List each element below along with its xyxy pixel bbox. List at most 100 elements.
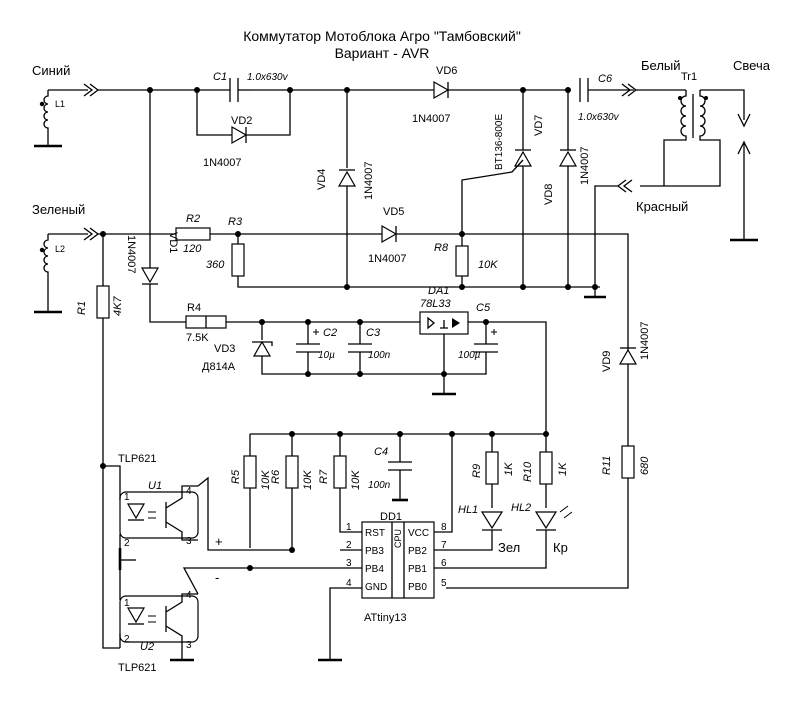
opto-pin: 3 — [186, 640, 192, 651]
zener-vd3 — [252, 322, 444, 375]
vd2-ref: VD2 — [231, 115, 252, 127]
regulator-da1 — [419, 311, 547, 436]
diode-vd5 — [381, 224, 398, 244]
vd8-value: 1N4007 — [579, 146, 591, 185]
tr1-ref: Tr1 — [681, 71, 697, 83]
polarity-minus: - — [215, 570, 219, 585]
mcu-pin-name: PB1 — [408, 564, 427, 575]
wire-red-label: Красный — [636, 199, 688, 214]
mcu-pin-name: GND — [365, 582, 387, 593]
hl1-ref: HL1 — [458, 504, 478, 516]
c2-value: 10µ — [318, 350, 335, 361]
coil-l2 — [34, 227, 100, 314]
resistor-r8 — [455, 234, 469, 287]
vd3-ref: VD3 — [214, 343, 235, 355]
r6-value: 10K — [302, 470, 314, 490]
vd2-value: 1N4007 — [203, 157, 242, 169]
c4-value: 100n — [368, 480, 391, 491]
resistor-r2 — [175, 227, 211, 241]
r3-ref: R3 — [228, 216, 243, 228]
led-hl2 — [434, 505, 573, 569]
coil-l1 — [34, 83, 100, 148]
mcu-pin-number: 1 — [346, 522, 352, 533]
mcu-pin-name: PB3 — [365, 546, 384, 557]
r8-value: 10K — [478, 259, 498, 271]
r8-ref: R8 — [434, 242, 449, 254]
hl2-ref: HL2 — [511, 502, 531, 514]
vd9-ref: VD9 — [601, 351, 613, 372]
capacitor-c2 — [296, 322, 320, 374]
opto-pin: 1 — [124, 492, 130, 503]
r1-value: 4K7 — [112, 296, 124, 316]
coil-l1-label: L1 — [55, 99, 65, 109]
capacitor-c3 — [348, 322, 372, 374]
u1-part: TLP621 — [118, 453, 157, 465]
r2-value: 120 — [183, 243, 202, 255]
wire-white-label: Белый — [641, 58, 681, 73]
schematic-title: Коммутатор Мотоблока Агро "Тамбовский" — [243, 28, 521, 44]
mcu-pin-number: 6 — [441, 558, 447, 569]
opto-pin: 4 — [186, 590, 192, 601]
wire-plug-label: Свеча — [733, 58, 771, 73]
opto-pin: 1 — [124, 598, 130, 609]
wire-blue-label: Синий — [32, 63, 70, 78]
mcu-pin-number: 5 — [441, 578, 447, 589]
mcu-pin-name: PB4 — [365, 564, 384, 575]
mcu-part: ATtiny13 — [364, 612, 407, 624]
optocoupler-u2 — [119, 550, 250, 662]
r11-ref: R11 — [601, 456, 613, 475]
hl1-label: Зел — [498, 540, 520, 555]
wire-green-label: Зеленый — [32, 202, 85, 217]
c1-ref: C1 — [213, 71, 227, 83]
capacitor-c1 — [229, 78, 250, 102]
resistor-r7 — [333, 434, 362, 533]
mcu-pin-number: 4 — [346, 578, 352, 589]
polarity-plus: + — [215, 534, 223, 549]
da1-ref: DA1 — [428, 285, 449, 297]
vd1-ref: VD1 — [167, 232, 179, 253]
capacitor-c6 — [579, 78, 589, 102]
mcu-pin-name: PB2 — [408, 546, 427, 557]
vd4-ref: VD4 — [316, 169, 328, 190]
r1-ref: R1 — [76, 301, 88, 315]
vd4-value: 1N4007 — [363, 161, 375, 200]
mcu-pin-number: 2 — [346, 540, 352, 551]
c6-value: 1.0x630v — [578, 112, 620, 123]
opto-pin: 3 — [186, 536, 192, 547]
mcu-pin-name: VCC — [408, 528, 429, 539]
c3-ref: C3 — [366, 327, 381, 339]
hl2-label: Кр — [553, 540, 568, 555]
r5-value: 10K — [260, 470, 272, 490]
vd5-ref: VD5 — [383, 206, 404, 218]
c6-ref: C6 — [598, 73, 613, 85]
mcu-dd1 — [250, 521, 435, 662]
opto-pin: 2 — [124, 634, 130, 645]
diode-vd2 — [196, 90, 291, 145]
vd3-value: Д814А — [202, 361, 236, 373]
led-hl1 — [434, 511, 504, 551]
mcu-pin-number: 7 — [441, 540, 447, 551]
resistor-r6 — [285, 434, 299, 548]
vd6-ref: VD6 — [436, 65, 457, 77]
transformer-tr1 — [663, 89, 758, 242]
diode-vd8 — [558, 90, 578, 287]
optocoupler-u1 — [103, 465, 292, 551]
mcu-ref: DD1 — [380, 511, 402, 523]
c5-ref: C5 — [476, 302, 491, 314]
opto-pin: 2 — [124, 538, 130, 549]
r9-ref: R9 — [471, 464, 483, 478]
mcu-pin-number: 3 — [346, 558, 352, 569]
c1-value: 1.0x630v — [247, 72, 289, 83]
resistor-r11 — [446, 445, 635, 589]
resistor-r10 — [539, 436, 553, 508]
resistor-r1 — [96, 234, 120, 649]
r11-value: 680 — [639, 456, 651, 475]
coil-dot — [39, 101, 45, 107]
r4-value: 7.5K — [186, 332, 209, 344]
r3-value: 360 — [206, 259, 225, 271]
vd6-value: 1N4007 — [412, 113, 451, 125]
r5-ref: R5 — [230, 469, 242, 484]
schematic-subtitle: Вариант - AVR — [335, 45, 430, 61]
c2-ref: C2 — [323, 327, 337, 339]
u2-part: TLP621 — [118, 662, 157, 674]
